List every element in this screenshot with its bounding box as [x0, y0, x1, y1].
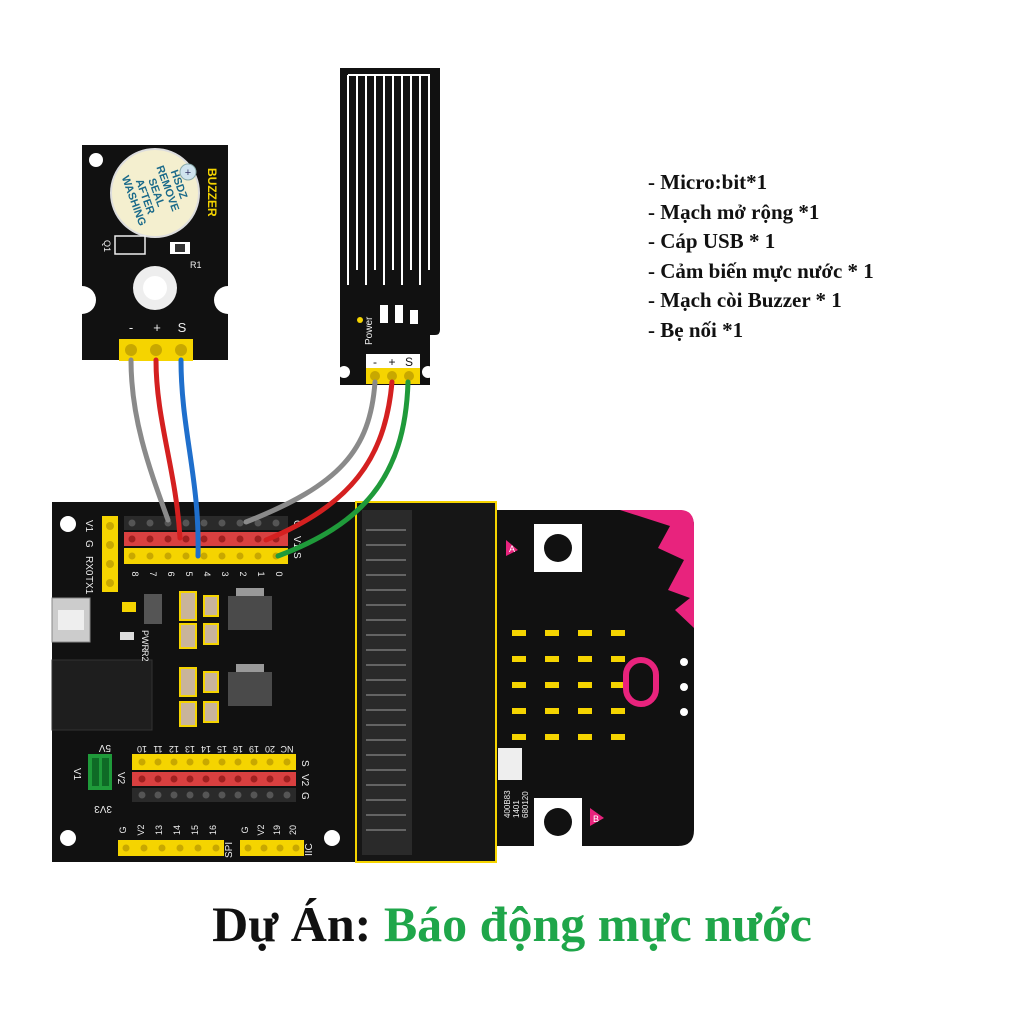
spi-header — [118, 840, 224, 856]
buzzer-gnd-wire — [128, 357, 171, 523]
button-a-label: A — [509, 544, 515, 554]
parts-list-item: - Cảm biến mực nước * 1 — [648, 258, 874, 283]
spi-pin-label: 14 — [172, 825, 182, 835]
uart-label-rx0: RX0 — [83, 556, 94, 576]
parts-list-item: - Mạch mở rộng *1 — [648, 199, 820, 224]
sensor-pin-signal-label: S — [405, 355, 413, 369]
buzzer-pin-signal-label: S — [178, 320, 187, 335]
bottom-pin-label: 11 — [153, 744, 162, 754]
bottom-row-label-g: G — [299, 792, 310, 800]
sensor-pin-gnd-label: - — [373, 355, 377, 369]
bottom-pin-label: 12 — [169, 744, 179, 754]
svg-text:+: + — [185, 167, 191, 179]
buzzer-pin-gnd-label: - — [129, 320, 133, 335]
spi-pin-label: 16 — [208, 825, 218, 835]
buzzer-module: + HSDZ REMOVE SEAL AFTER WASHING BUZZER … — [68, 145, 242, 361]
bottom-header-s-row — [132, 754, 296, 770]
uart-label-v1: V1 — [83, 520, 94, 533]
sensor-gnd-wire — [243, 379, 378, 525]
bottom-pin-label: 15 — [217, 744, 227, 754]
parts-list-item: - Micro:bit*1 — [648, 170, 768, 194]
bottom-row-label-s: S — [299, 760, 310, 767]
bottom-pin-label: 16 — [233, 744, 243, 754]
bottom-pin-label: 19 — [249, 744, 259, 754]
top-pin-label: 6 — [166, 571, 176, 576]
uart-label-g: G — [83, 540, 94, 548]
touch-logo[interactable] — [623, 657, 659, 707]
project-caption: Dự Án: Báo động mực nước — [0, 895, 1024, 953]
r1-label: R1 — [190, 260, 202, 270]
jumper-label-5v: 5V — [98, 742, 111, 753]
caption-project-name: Báo động mực nước — [383, 896, 812, 952]
sensor-vcc-wire — [263, 379, 395, 543]
bottom-row-label-v2: V2 — [299, 774, 310, 787]
water-level-sensor: Power - + S — [338, 68, 440, 385]
dc-jack[interactable] — [51, 659, 153, 731]
wires — [128, 357, 411, 559]
serial-line-1: 400B83 — [503, 790, 512, 818]
top-pin-label: 5 — [184, 571, 194, 576]
bottom-pin-label: 20 — [265, 744, 275, 754]
top-pin-label: 2 — [238, 571, 248, 576]
r2-label: R2 — [140, 650, 150, 662]
caption-prefix: Dự Án: — [212, 896, 384, 952]
top-row-label-s: S — [291, 552, 302, 559]
buzzer-vcc-wire — [153, 357, 183, 541]
uart-header — [102, 516, 118, 592]
led-matrix — [512, 630, 625, 740]
buzzer-label: BUZZER — [205, 168, 219, 217]
serial-line-3: 680120 — [521, 791, 530, 818]
parts-list-item: - Bẹ nối *1 — [648, 317, 744, 342]
top-row-label-v1: V1 — [291, 536, 302, 549]
sensor-signal-wire — [275, 379, 411, 559]
power-label: Power — [364, 316, 375, 345]
iic-header — [240, 840, 304, 856]
microbit-board: A B 400B83 1401 680120 — [480, 510, 694, 846]
iic-pin-label: G — [240, 826, 250, 833]
jumper-label-v1: V1 — [71, 768, 82, 781]
jumper-label-3v3: 3V3 — [94, 803, 112, 814]
bottom-header-v2-row — [132, 772, 296, 786]
spi-pin-label: G — [118, 826, 128, 833]
parts-list-item: - Cáp USB * 1 — [648, 229, 776, 253]
bottom-pin-label: 13 — [185, 744, 195, 754]
iic-pin-label: 19 — [272, 825, 282, 835]
iic-label: IIC — [304, 843, 315, 856]
parts-list-item: - Mạch còi Buzzer * 1 — [648, 288, 842, 312]
bottom-pin-label: 10 — [137, 744, 147, 754]
button-b-label: B — [593, 814, 599, 824]
buzzer-disk — [110, 148, 200, 238]
bottom-pin-label: NC — [280, 744, 293, 754]
q1-label: Q1 — [102, 240, 112, 252]
uart-label-tx1: TX1 — [83, 576, 94, 595]
sensor-pin-vcc-label: + — [388, 355, 395, 369]
top-pin-label: 0 — [274, 571, 284, 576]
pwr-label: PWR — [140, 630, 150, 651]
top-pin-label: 7 — [148, 571, 158, 576]
iic-pin-label: V2 — [256, 824, 266, 835]
spi-pin-label: 13 — [154, 825, 164, 835]
serial-line-2: 1401 — [512, 800, 521, 818]
top-pin-label: 4 — [202, 571, 212, 576]
spi-label: SPI — [224, 842, 235, 858]
buzzer-pin-vcc-label: + — [153, 320, 161, 335]
iic-pin-label: 20 — [288, 825, 298, 835]
top-pin-label: 1 — [256, 571, 266, 576]
buzzer-signal-wire — [178, 357, 201, 559]
parts-list: - Micro:bit*1 - Mạch mở rộng *1 - Cáp US… — [648, 168, 874, 345]
jumper-label-v2: V2 — [115, 772, 126, 785]
spi-pin-label: V2 — [136, 824, 146, 835]
spi-pin-label: 15 — [190, 825, 200, 835]
top-pin-label: 3 — [220, 571, 230, 576]
bottom-pin-label: 14 — [201, 744, 211, 754]
top-pin-label: 8 — [130, 571, 140, 576]
expansion-shield: V1 G RX0 TX1 8 7 6 5 4 3 2 1 0 G V1 — [51, 501, 497, 863]
bottom-header-g-row — [132, 788, 296, 802]
